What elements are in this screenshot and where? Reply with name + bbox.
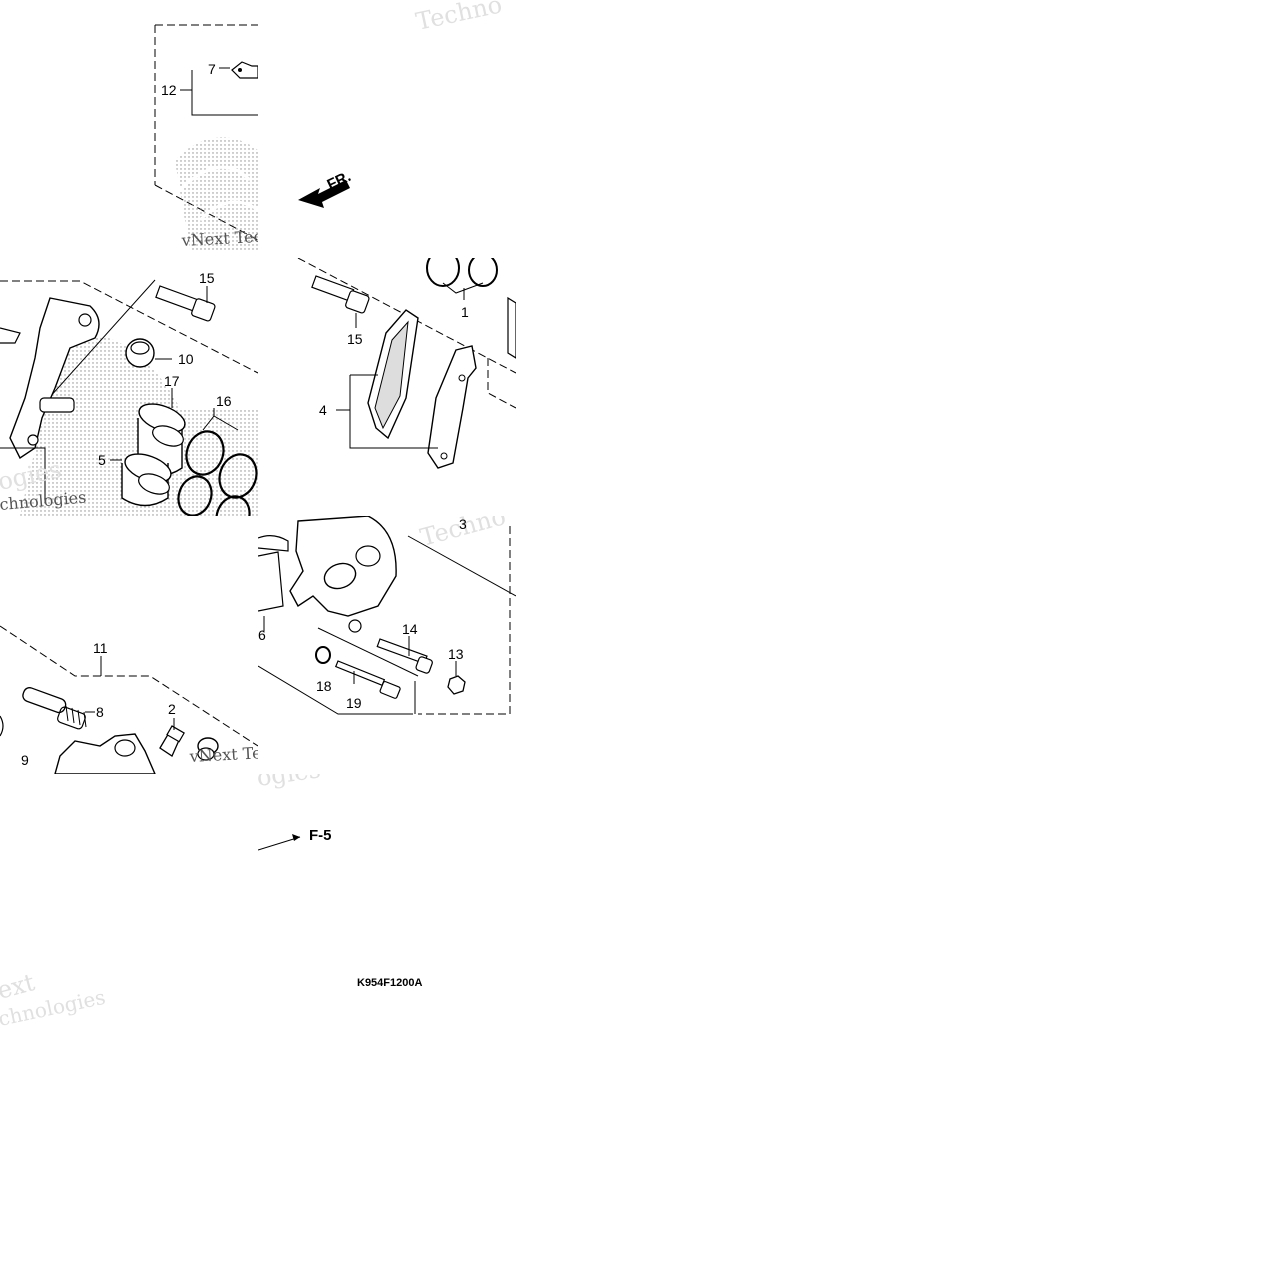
piston-5 [121,453,172,507]
callout-17: 17 [164,373,180,389]
callout-15: 15 [199,270,215,286]
callout-7: 7 [208,61,216,77]
callout-18: 18 [316,678,332,694]
callout-10: 10 [178,351,194,367]
callout-2: 2 [168,701,176,717]
caliper-lower [54,733,156,774]
callout-12: 12 [161,82,177,98]
bleeder-valve-2 [159,725,185,757]
reference-arrow-icon [258,834,301,851]
callout-15: 15 [347,331,363,347]
callout-1: 1 [461,304,469,320]
watermark: vNext Tec [188,743,258,766]
callout-9: 9 [21,752,29,768]
nut-13 [447,675,466,695]
diagram-tile-pistons: 15 10 17 5 [0,258,258,516]
seal-1 [426,258,498,287]
bleeder-cap [197,737,219,761]
diagram-code: K954F1200A [357,977,423,989]
diagram-tile-caliper: Techno 3 6 14 [258,516,516,774]
watermark: ogies [258,774,322,792]
watermark: Techno [413,0,504,36]
bolt-15 [155,285,216,322]
callout-5: 5 [98,452,106,468]
pin-14 [376,638,433,674]
watermark: vNext Tec [180,227,258,250]
boot-10 [125,338,155,368]
callout-6: 6 [258,627,266,643]
reference-label: F-5 [309,827,332,844]
callout-8: 8 [96,704,104,720]
caliper-body [258,516,397,633]
pin-19 [334,660,401,699]
diagram-tile-lower-caliper: 11 8 2 [0,516,258,774]
diagram-tile-bracket: Techno FR. [258,0,516,258]
seal-16 [177,430,258,516]
callout-11: 11 [93,640,108,656]
callout-16: 16 [216,393,232,409]
diagram-tile-bracket-left: 12 7 vNext Tec [0,0,258,258]
fr-arrow-icon [298,180,350,208]
callout-4: 4 [319,402,327,418]
callout-14: 14 [402,621,418,637]
callout-13: 13 [448,646,464,662]
callout-19: 19 [346,695,362,711]
pin-8 [22,687,87,730]
bolt-15-b [311,275,370,314]
brake-pad-4 [367,309,477,469]
front-arrow-label: FR. [325,168,354,194]
washer-18 [315,646,331,664]
diagram-tile-footer-left: ext chnologies [0,774,258,1032]
diagram-tile-pads: 15 1 4 [258,258,516,516]
callout-3: 3 [459,516,467,532]
diagram-tile-reference: ogies F-5 [258,774,516,1032]
